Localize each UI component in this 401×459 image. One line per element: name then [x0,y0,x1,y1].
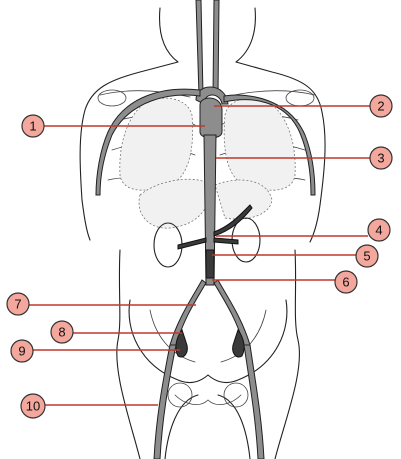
arteries [96,0,315,459]
svg-text:8: 8 [58,325,65,340]
pelvis [129,300,287,407]
svg-text:10: 10 [26,399,40,414]
badge-10: 10 [21,394,45,418]
svg-text:5: 5 [363,249,370,264]
number-badges: 1 2 3 4 5 6 7 8 [7,95,392,418]
badge-3: 3 [370,147,392,169]
svg-text:9: 9 [18,344,25,359]
badge-1: 1 [22,115,44,137]
svg-text:7: 7 [14,297,21,312]
badge-4: 4 [368,219,390,241]
svg-text:6: 6 [342,275,349,290]
svg-text:3: 3 [377,151,384,166]
svg-text:2: 2 [377,99,384,114]
svg-text:1: 1 [29,119,36,134]
badge-5: 5 [356,245,378,267]
svg-text:4: 4 [375,223,382,238]
badge-2: 2 [370,95,392,117]
badge-6: 6 [335,271,357,293]
badge-7: 7 [7,293,29,315]
badge-8: 8 [51,321,73,343]
leader-lines [24,106,370,405]
badge-9: 9 [11,340,33,362]
